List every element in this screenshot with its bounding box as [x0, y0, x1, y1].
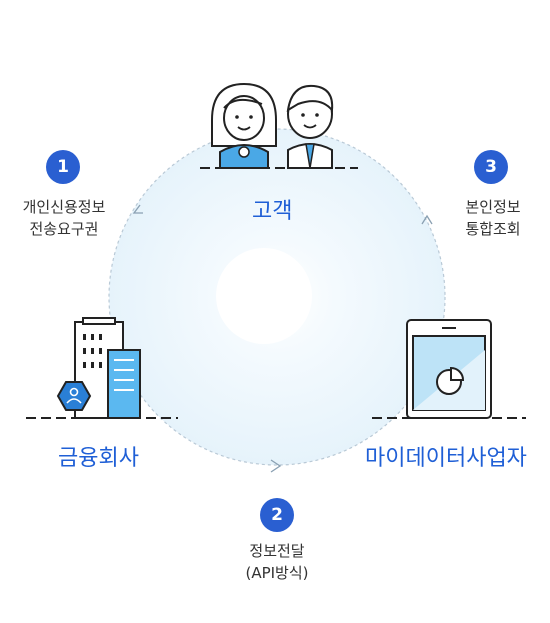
- customer-icon: [200, 82, 358, 169]
- mydata-operator-label: 마이데이터사업자: [365, 446, 527, 471]
- step-1-text: 개인신용정보 전송요구권: [4, 196, 124, 240]
- arrow-bottom-icon: [270, 459, 282, 473]
- step-3-badge: 3: [474, 150, 508, 184]
- step-1-badge: 1: [46, 150, 80, 184]
- step-3-line2: 통합조회: [465, 220, 521, 238]
- building-icon: [26, 317, 178, 419]
- center-glow: [216, 248, 312, 344]
- step-2-text: 정보전달 (API방식): [217, 540, 337, 584]
- step-2-line2: (API방식): [245, 564, 309, 582]
- customer-label: 고객: [252, 199, 293, 224]
- step-3-text: 본인정보 통합조회: [433, 196, 550, 240]
- step-1-line1: 개인신용정보: [22, 198, 106, 216]
- step-2-line1: 정보전달: [249, 542, 305, 560]
- step-2-badge: 2: [260, 498, 294, 532]
- financial-company-label: 금융회사: [58, 446, 139, 471]
- step-1-line2: 전송요구권: [29, 220, 99, 238]
- tablet-icon: [372, 319, 526, 419]
- arrow-right-icon: [421, 214, 433, 225]
- arrow-left-icon: [132, 204, 143, 214]
- step-3-line1: 본인정보: [465, 198, 521, 216]
